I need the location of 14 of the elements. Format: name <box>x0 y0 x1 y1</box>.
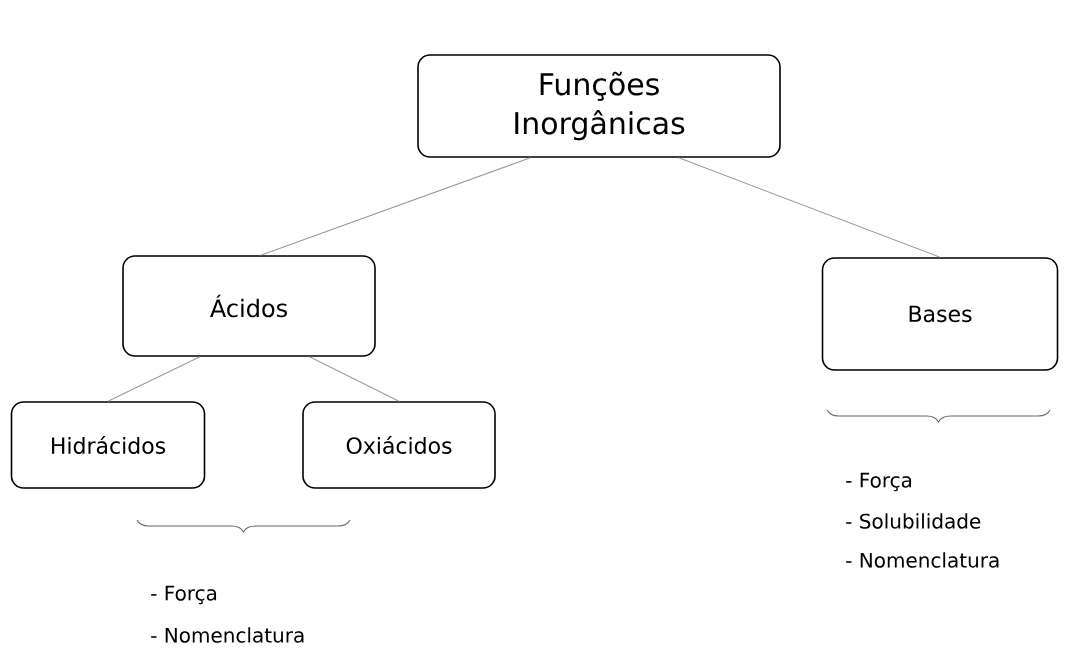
connector-line <box>678 157 941 258</box>
list-item: - Solubilidade <box>846 513 981 529</box>
rounded-box: Ácidos <box>122 255 376 357</box>
list-item: - Nomenclatura <box>846 552 999 568</box>
list-item: - Força <box>151 585 217 605</box>
rounded-box: Bases <box>821 257 1059 371</box>
connector-line <box>107 356 201 402</box>
rounded-box: Oxiácidos <box>302 401 496 489</box>
connector-line <box>260 157 531 256</box>
list-item: - Nomenclatura <box>151 627 304 643</box>
connector-line <box>309 356 400 402</box>
list-item: - Força <box>846 472 912 492</box>
rounded-box: Funções Inorgânicas <box>417 54 781 158</box>
rounded-box: Hidrácidos <box>10 401 206 489</box>
